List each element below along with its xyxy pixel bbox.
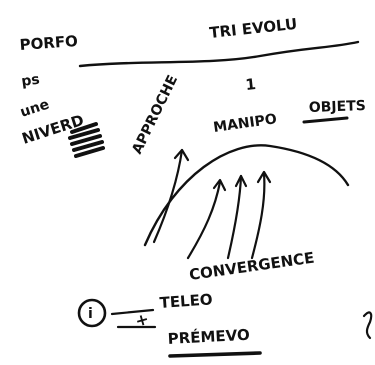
label-number-1: 1: [245, 75, 257, 94]
label-approche: APPROCHE: [129, 73, 181, 157]
label-convergence: CONVERGENCE: [188, 249, 315, 284]
plus-sign: +: [133, 309, 151, 331]
label-ps: ps: [20, 72, 40, 90]
label-une: une: [18, 96, 51, 120]
label-premeno: PRÉMEVO: [167, 325, 250, 348]
label-tri-evolu: TRI EVOLU: [209, 15, 299, 42]
label-teleo: TELEO: [159, 290, 213, 312]
premeno-underline: [168, 351, 262, 358]
info-icon: i: [77, 298, 107, 328]
central-arc: [143, 144, 350, 247]
info-connector-line: [110, 308, 155, 316]
objets-underline: [302, 116, 349, 124]
right-edge-fragment: [362, 311, 373, 340]
label-porfo: PORFO: [19, 32, 78, 54]
scribble-block: [68, 122, 105, 158]
label-objets: OBJETS: [309, 98, 367, 116]
label-manipo: MANIPO: [212, 111, 278, 136]
branch-arrows: [152, 148, 272, 260]
top-sweep-line: [78, 40, 360, 68]
info-symbol-text: i: [88, 306, 93, 322]
